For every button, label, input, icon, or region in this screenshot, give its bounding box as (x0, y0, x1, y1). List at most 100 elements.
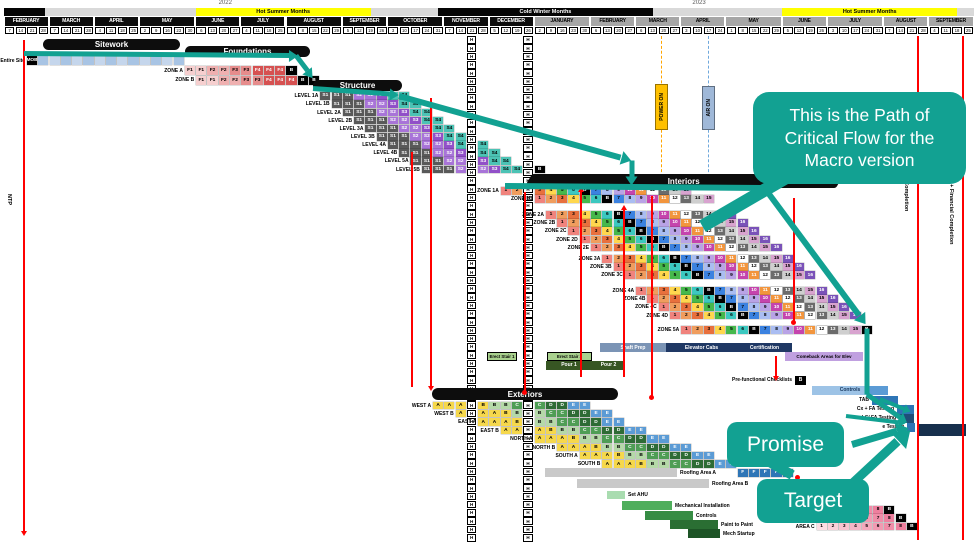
gantt-cell[interactable]: S1 (410, 157, 421, 165)
gantt-cell[interactable]: B (636, 227, 647, 235)
gantt-cell[interactable]: 3 (669, 295, 681, 303)
gantt-cell[interactable]: 5 (692, 295, 703, 303)
gantt-cell[interactable]: 8 (726, 287, 737, 295)
gantt-cell[interactable]: 15 (827, 303, 838, 311)
gantt-cell[interactable]: A (500, 426, 511, 435)
gantt-cell[interactable]: 7 (715, 287, 726, 295)
gantt-cell[interactable]: 16 (771, 243, 782, 252)
gantt-cell[interactable]: 3 (658, 287, 669, 295)
gantt-cell[interactable]: B (613, 211, 624, 219)
gantt-cell[interactable]: 5 (557, 187, 568, 195)
gantt-cell[interactable]: 3 (579, 219, 590, 227)
gantt-cell[interactable]: S1 (433, 157, 444, 165)
gantt-cell[interactable]: A (455, 401, 466, 410)
gantt-cell[interactable]: S1 (399, 149, 410, 157)
gantt-cell[interactable]: B (636, 460, 647, 468)
gantt-cell[interactable]: B (715, 295, 726, 303)
gantt-cell[interactable]: S4 (421, 116, 432, 125)
gantt-cell[interactable]: C (534, 401, 545, 410)
gantt-cell[interactable]: A (512, 426, 523, 435)
gantt-cell[interactable]: 7 (681, 255, 692, 263)
gantt-cell[interactable]: S4 (489, 157, 500, 165)
gantt-cell[interactable]: 12 (782, 295, 793, 303)
gantt-cell[interactable]: C (624, 443, 635, 452)
gantt-cell[interactable]: 11 (726, 255, 737, 263)
gantt-cell[interactable]: 9 (613, 187, 624, 195)
gantt-cell[interactable] (162, 56, 173, 65)
gantt-cell[interactable]: 6 (669, 263, 681, 271)
gantt-cell[interactable]: B (613, 443, 624, 452)
gantt-cell[interactable]: 4 (850, 522, 861, 531)
gantt-cell[interactable]: F3 (230, 66, 241, 75)
roofing-area-a-bar[interactable] (545, 468, 677, 477)
gantt-cell[interactable]: 10 (726, 263, 737, 271)
gantt-cell[interactable]: S1 (376, 124, 387, 133)
gantt-cell[interactable]: 12 (771, 287, 782, 295)
gantt-cell[interactable]: 10 (782, 311, 793, 320)
gantt-cell[interactable]: 12 (748, 263, 760, 271)
gantt-cell[interactable]: B (748, 326, 760, 334)
gantt-cell[interactable]: S1 (354, 100, 365, 108)
gantt-cell[interactable]: 3 (534, 187, 545, 195)
gantt-cell[interactable]: 12 (805, 311, 816, 320)
gantt-cell[interactable]: B (636, 451, 647, 460)
power-on-marker[interactable]: POWER ON (655, 84, 668, 130)
gantt-cell[interactable]: 14 (692, 195, 703, 203)
gantt-cell[interactable]: 5 (669, 271, 681, 279)
gantt-cell[interactable] (60, 56, 71, 65)
gantt-cell[interactable]: 14 (748, 243, 760, 252)
gantt-cell[interactable]: S3 (478, 157, 489, 165)
gantt-cell[interactable]: 14 (794, 287, 805, 295)
gantt-cell[interactable]: B (512, 418, 523, 426)
gantt-cell[interactable]: 9 (782, 326, 793, 334)
gantt-cell[interactable]: 5 (613, 227, 624, 235)
gantt-cell[interactable]: 14 (782, 271, 793, 279)
gantt-cell[interactable]: A (545, 435, 556, 443)
gantt-cell[interactable]: S4 (433, 124, 444, 133)
gantt-cell[interactable]: 5 (681, 287, 692, 295)
gantt-cell[interactable]: A (579, 443, 590, 452)
gantt-cell[interactable]: S4 (410, 108, 421, 117)
gantt-cell[interactable]: 6 (726, 311, 737, 320)
gantt-cell[interactable]: 4 (568, 195, 579, 203)
gantt-cell[interactable]: B (590, 443, 602, 452)
gantt-cell[interactable]: B (895, 514, 906, 522)
gantt-cell[interactable]: 13 (658, 187, 669, 195)
gantt-cell[interactable]: A (534, 426, 545, 435)
gantt-cell[interactable]: 13 (760, 263, 771, 271)
gantt-cell[interactable]: A (433, 401, 444, 410)
gantt-cell[interactable]: 8 (884, 514, 895, 522)
gantt-cell[interactable]: 1 (557, 219, 568, 227)
gantt-cell[interactable]: S1 (331, 92, 342, 100)
gantt-cell[interactable]: A (624, 460, 635, 468)
gantt-cell[interactable]: 1 (613, 263, 624, 271)
gantt-cell[interactable]: B (512, 409, 523, 418)
gantt-cell[interactable]: 16 (839, 303, 850, 311)
gantt-cell[interactable]: E (692, 451, 703, 460)
gantt-cell[interactable]: F3 (241, 75, 252, 85)
gantt-cell[interactable]: 3 (613, 243, 624, 252)
gantt-cell[interactable]: 7 (658, 235, 669, 244)
gantt-cell[interactable]: 10 (624, 187, 635, 195)
gantt-cell[interactable]: S2 (387, 108, 399, 117)
gantt-cell[interactable]: S3 (410, 116, 421, 125)
gantt-cell[interactable]: S4 (421, 108, 432, 117)
gantt-cell[interactable]: 16 (816, 287, 827, 295)
gantt-cell[interactable]: S2 (444, 157, 455, 165)
gantt-cell[interactable]: S1 (376, 133, 387, 141)
gantt-cell[interactable]: S4 (500, 165, 511, 174)
gantt-cell[interactable]: E (624, 426, 635, 435)
gantt-cell[interactable]: 4 (590, 219, 602, 227)
gantt-cell[interactable]: 2 (827, 522, 838, 531)
gantt-cell[interactable]: S1 (342, 92, 353, 100)
gantt-cell[interactable]: S4 (478, 149, 489, 157)
gantt-cell[interactable]: S3 (444, 141, 455, 149)
gantt-cell[interactable]: 15 (850, 326, 861, 334)
gantt-cell[interactable] (173, 56, 184, 65)
gantt-cell[interactable]: 15 (794, 271, 805, 279)
gantt-cell[interactable]: D (590, 418, 602, 426)
gantt-cell[interactable]: 7 (590, 187, 602, 195)
gantt-cell[interactable]: F4 (286, 75, 297, 85)
gantt-cell[interactable]: S2 (421, 133, 432, 141)
gantt-cell[interactable]: 8 (771, 326, 782, 334)
